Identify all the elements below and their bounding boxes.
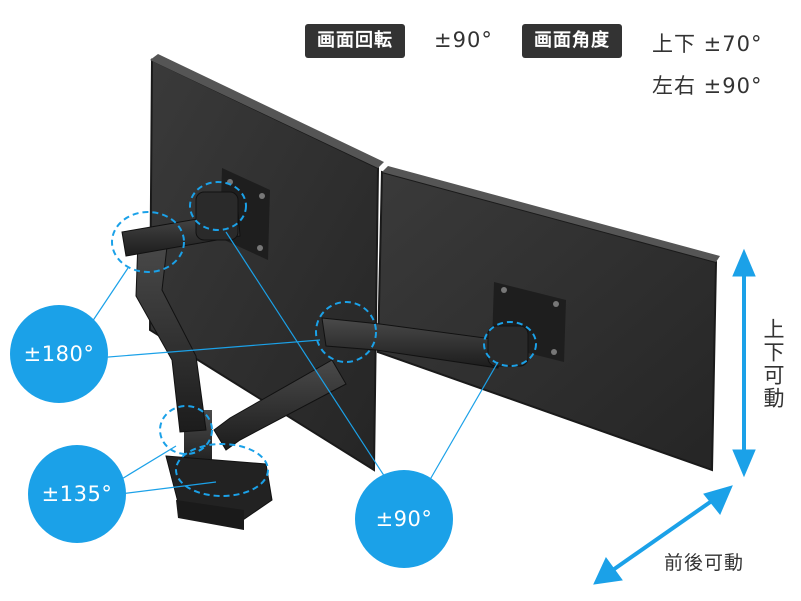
rotation-tag: 画面回転 <box>305 24 405 58</box>
vertical-arrow <box>732 248 756 478</box>
depth-arrow <box>593 485 733 585</box>
joint-markers <box>111 181 537 497</box>
leader-lines <box>89 231 499 495</box>
badge-head: ±90° <box>355 470 453 568</box>
badge-base: ±135° <box>28 445 126 543</box>
right-monitor <box>376 166 720 472</box>
angle-tag: 画面角度 <box>522 24 622 58</box>
angle-horizontal-value: 左右 ±90° <box>652 74 763 98</box>
depth-move-label: 前後可動 <box>664 552 745 574</box>
badge-arm-joint: ±180° <box>10 305 108 403</box>
angle-vertical-value: 上下 ±70° <box>652 32 763 56</box>
right-arm <box>213 317 529 451</box>
vertical-move-label: 上下可動 <box>761 318 785 410</box>
rotation-value: ±90° <box>434 28 493 52</box>
